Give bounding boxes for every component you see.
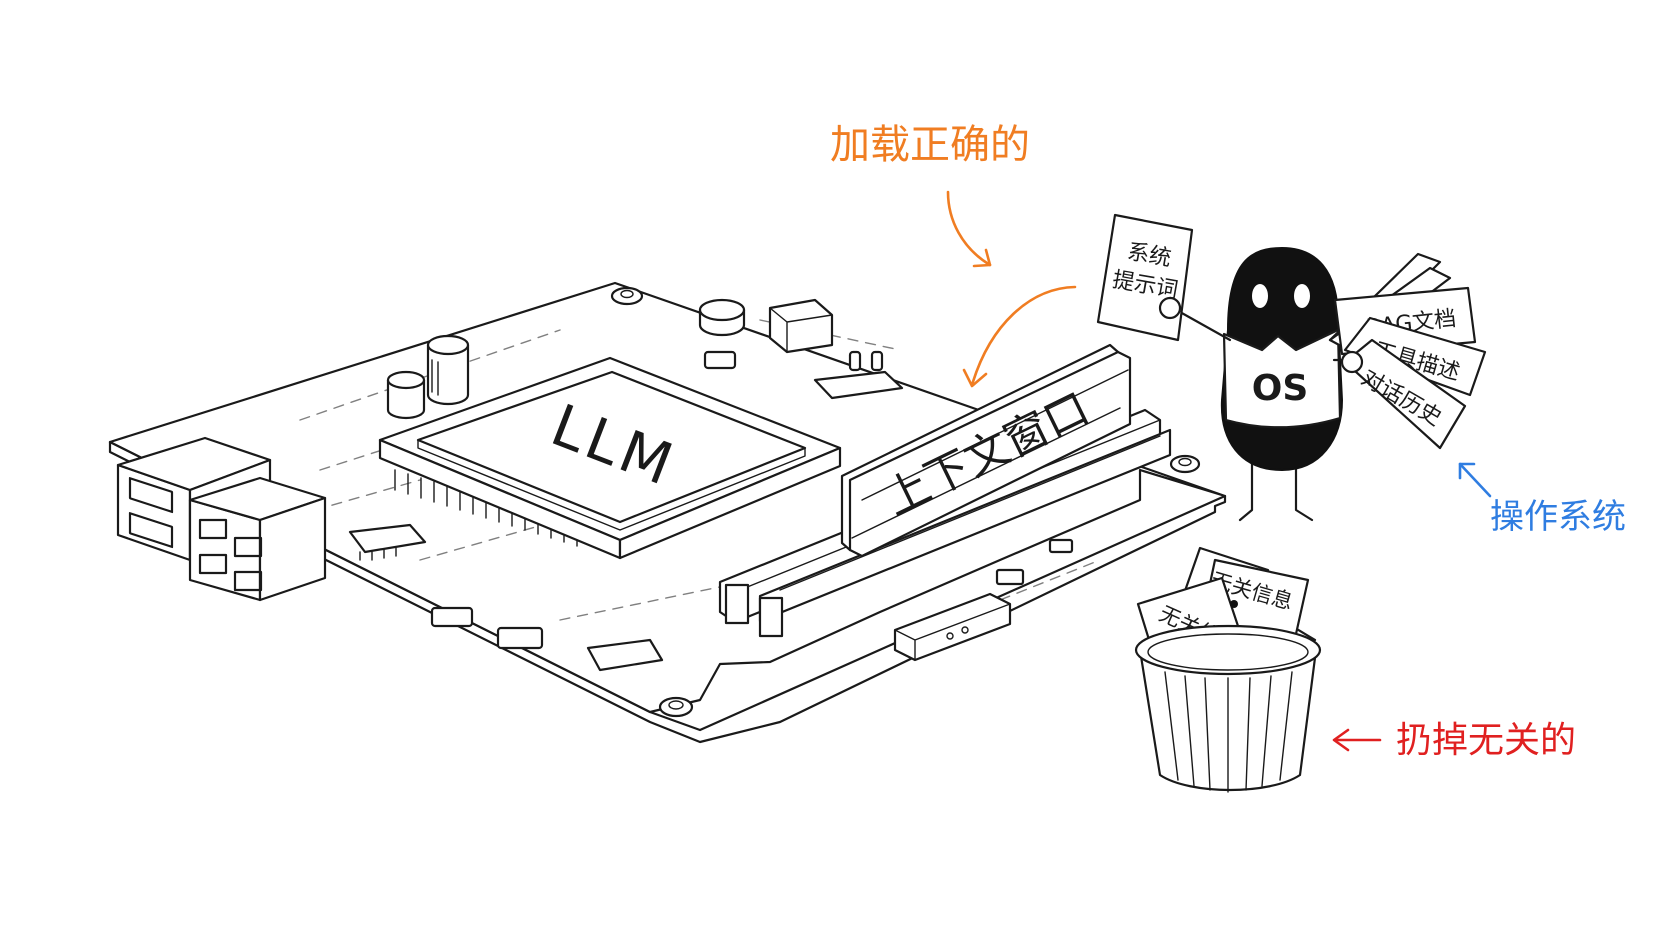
io-ports [116, 436, 327, 602]
capacitors [386, 298, 746, 420]
annotation-discard: 扔掉无关的 [1332, 720, 1576, 761]
annotation-load-text: 加载正确的 [830, 122, 1030, 168]
annotation-os: 操作系统 [1458, 462, 1626, 537]
annotation-os-text: 操作系统 [1490, 497, 1626, 537]
system-prompt-card: 系统 提示词 [1096, 213, 1194, 342]
fan-cards: RAG文档 工具描述 对话历史 [1328, 252, 1487, 450]
trash-bin-icon: 无关信息 无关信息 [1134, 546, 1322, 793]
annotation-load: 加载正确的 [830, 122, 1077, 388]
os-label: OS [1252, 368, 1309, 409]
screw-holes [610, 286, 1201, 718]
annotation-discard-text: 扔掉无关的 [1396, 720, 1576, 761]
small-components [348, 298, 1074, 672]
cpu-chip-icon: LLM [378, 356, 842, 560]
os-mascot-icon: OS [1164, 246, 1344, 522]
